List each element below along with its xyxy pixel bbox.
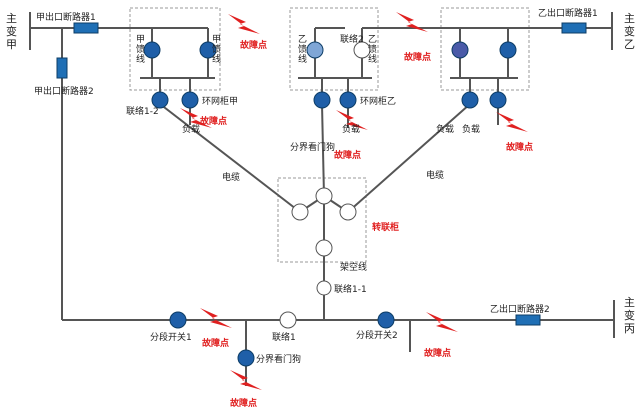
lian-1-2-label: 联络1-2 (126, 105, 159, 117)
switch-lian-1-1 (316, 280, 332, 296)
switch-lian-1-2 (151, 91, 169, 109)
fault-label: 故障点 (404, 51, 431, 63)
fenduan-2-label: 分段开关2 (356, 329, 398, 341)
switch-fenduan-2 (377, 311, 395, 329)
feeder-yi-right-label: 乙馈线 (368, 34, 377, 65)
fault-label: 故障点 (240, 39, 267, 51)
switch-jia-feeder-right (199, 41, 217, 59)
lian-1-label: 联络1 (272, 331, 296, 343)
fault-label: 故障点 (424, 347, 451, 359)
fenjie-top-label: 分界看门狗 (290, 141, 335, 153)
breaker-yi-2-label: 乙出口断路器2 (490, 303, 550, 315)
cable-1-label: 电缆 (222, 171, 240, 183)
load-2-label: 负载 (342, 123, 360, 135)
fault-label: 故障点 (334, 149, 361, 161)
load-3-label: 负载 (436, 123, 454, 135)
fault-icon (336, 110, 368, 130)
fault-label: 故障点 (202, 337, 229, 349)
fault-icon (396, 12, 428, 32)
switch-transfer-top (315, 187, 333, 205)
fault-icon (496, 112, 528, 132)
breaker-yi-1 (561, 22, 587, 34)
switch-right-feeder-right (499, 41, 517, 59)
breaker-jia-2-label: 甲出口断路器2 (34, 85, 94, 97)
switch-ring-yi (339, 91, 357, 109)
transfer-cabinet-box (277, 177, 367, 263)
load-1-label: 负载 (182, 123, 200, 135)
special-line-label: 架空线 (340, 261, 367, 273)
switch-yi-feeder-left (306, 41, 324, 59)
main-transformer-yi-label: 主变乙 (624, 12, 635, 51)
switch-right-load-right (489, 91, 507, 109)
feeder-yi-left-label: 乙馈线 (298, 34, 307, 65)
switch-jia-feeder-left (143, 41, 161, 59)
switch-right-feeder-left (451, 41, 469, 59)
switch-right-load-left (461, 91, 479, 109)
ring-yi-label: 环网柜乙 (360, 95, 396, 107)
breaker-jia-1-label: 甲出口断路器1 (36, 11, 96, 23)
fault-label: 故障点 (230, 397, 257, 409)
ring-jia-label: 环网柜甲 (202, 95, 238, 107)
breaker-jia-1 (73, 22, 99, 34)
fenjie-bottom-label: 分界看门狗 (256, 353, 301, 365)
switch-ring-yi-left (313, 91, 331, 109)
switch-lian-2 (353, 41, 371, 59)
fault-icon (426, 312, 458, 332)
fault-markers (180, 12, 528, 390)
feeder-jia-left-label: 甲馈线 (136, 34, 145, 65)
fenduan-1-label: 分段开关1 (150, 331, 192, 343)
feeder-labels: 甲馈线 甲馈线 乙馈线 乙馈线 (136, 34, 377, 65)
breaker-yi-2 (515, 314, 541, 326)
fault-icon (200, 308, 232, 328)
fault-icon (180, 108, 212, 128)
main-transformer-bing-label: 主变丙 (624, 296, 635, 335)
breaker-yi-1-label: 乙出口断路器1 (538, 7, 598, 19)
ring-cabinet-jia-box (129, 7, 221, 91)
fault-label: 故障点 (506, 141, 533, 153)
fault-icon (230, 370, 262, 390)
switch-transfer-right (339, 203, 357, 221)
load-4-label: 负载 (462, 123, 480, 135)
lian-2-label: 联络2 (340, 33, 364, 45)
feeder-jia-right-label: 甲馈线 (212, 34, 221, 65)
switch-fenduan-1 (169, 311, 187, 329)
fault-label: 故障点 (200, 115, 227, 127)
switch-transfer-left (291, 203, 309, 221)
fault-icon (228, 14, 260, 34)
breaker-jia-2 (56, 57, 68, 79)
switch-ring-jia (181, 91, 199, 109)
switch-transfer-bottom (315, 239, 333, 257)
lian-1-1-label: 联络1-1 (334, 283, 367, 295)
switch-lian-1 (279, 311, 297, 329)
transfer-cabinet-label: 转联柜 (372, 221, 399, 233)
main-transformer-jia-label: 主变甲 (6, 12, 17, 51)
cable-2-label: 电缆 (426, 169, 444, 181)
switch-fenjie-bottom (237, 349, 255, 367)
